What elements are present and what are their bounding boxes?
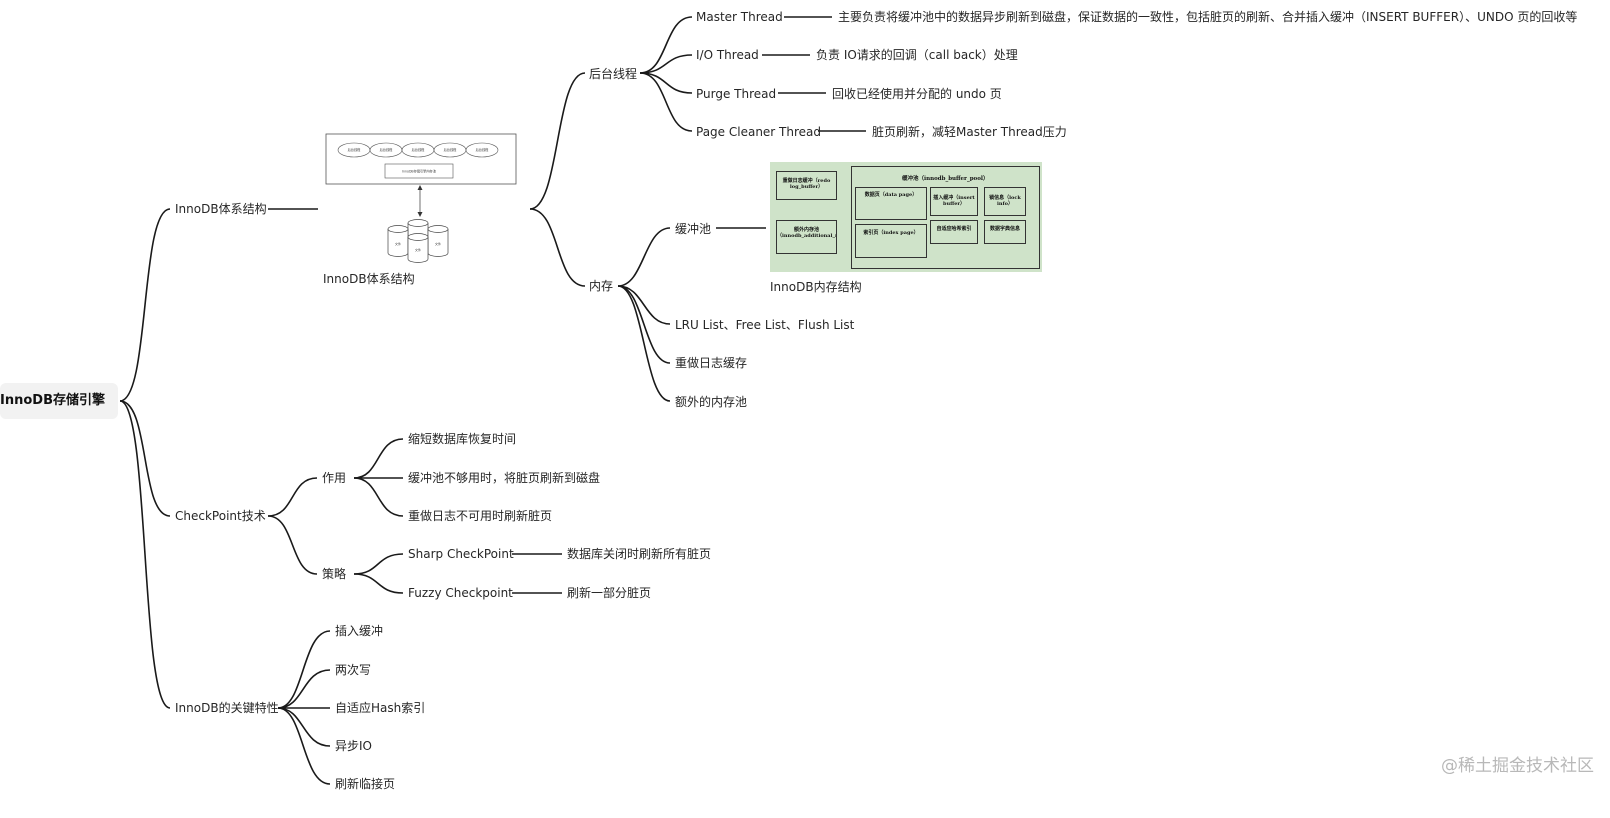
node-feature-item[interactable]: 刷新临接页	[335, 777, 396, 791]
node-checkpoint[interactable]: CheckPoint技术	[175, 509, 266, 523]
node-buffer-pool[interactable]: 缓冲池	[675, 222, 712, 236]
mem-redo-box: 重做日志缓冲（redo log_buffer）	[776, 171, 837, 200]
node-feature-item[interactable]: 插入缓冲	[335, 624, 384, 638]
node-role-item[interactable]: 缓冲池不够用时，将脏页刷新到磁盘	[408, 471, 601, 485]
mem-adaptive-hash-box: 自适应哈希索引	[930, 220, 978, 244]
node-purge-thread-desc[interactable]: 回收已经使用并分配的 undo 页	[832, 87, 1002, 101]
node-key-features[interactable]: InnoDB的关键特性	[175, 701, 279, 715]
mem-insert-buffer-box: 插入缓冲（insert buffer）	[930, 187, 978, 216]
node-role-item[interactable]: 缩短数据库恢复时间	[408, 432, 517, 446]
mem-buffer-pool-title: 缓冲池（innodb_buffer_pool）	[902, 176, 989, 182]
node-feature-item[interactable]: 自适应Hash索引	[335, 701, 426, 715]
node-sharp-checkpoint-desc[interactable]: 数据库关闭时刷新所有脏页	[567, 547, 712, 561]
arch-thread-label: 后台线程	[380, 147, 394, 152]
node-background-threads[interactable]: 后台线程	[589, 67, 638, 81]
mem-dict-box: 数据字典信息	[984, 220, 1026, 244]
innodb-memory-image: 重做日志缓冲（redo log_buffer） 额外内存池（innodb_add…	[770, 162, 1042, 272]
innodb-architecture-image: 后台线程 后台线程 后台线程 后台线程 后台线程 InnoDB存储引擎内存池 文…	[325, 133, 517, 263]
node-purge-thread[interactable]: Purge Thread	[696, 87, 777, 101]
node-innodb-architecture[interactable]: InnoDB体系结构	[175, 202, 267, 216]
node-master-thread-desc[interactable]: 主要负责将缓冲池中的数据异步刷新到磁盘，保证数据的一致性，包括脏页的刷新、合并插…	[838, 10, 1578, 24]
mem-buffer-pool-frame	[851, 166, 1040, 269]
node-checkpoint-role[interactable]: 作用	[322, 471, 347, 485]
node-memory[interactable]: 内存	[589, 279, 614, 293]
arch-disk-label: 文件	[435, 241, 441, 246]
node-feature-item[interactable]: 两次写	[335, 663, 372, 677]
arch-pool-label: InnoDB存储引擎内存池	[402, 169, 437, 174]
node-sharp-checkpoint[interactable]: Sharp CheckPoint	[408, 547, 514, 561]
arch-thread-label: 后台线程	[348, 147, 362, 152]
mem-extra-pool-box: 额外内存池（innodb_additional_mem_pool_size）	[776, 220, 837, 254]
mem-index-page-box: 索引页（index page）	[855, 224, 927, 258]
arch-disk-label: 文件	[415, 247, 421, 252]
node-fuzzy-checkpoint-desc[interactable]: 刷新一部分脏页	[567, 586, 652, 600]
arch-disk-label: 文件	[395, 241, 401, 246]
arch-thread-label: 后台线程	[444, 147, 458, 152]
arch-image-caption: InnoDB体系结构	[323, 272, 415, 286]
node-checkpoint-strategy[interactable]: 策略	[322, 567, 347, 581]
node-role-item[interactable]: 重做日志不可用时刷新脏页	[408, 509, 553, 523]
mem-lock-info-box: 锁信息（lock info）	[984, 187, 1026, 216]
arch-thread-label: 后台线程	[412, 147, 426, 152]
arch-thread-label: 后台线程	[476, 147, 490, 152]
node-master-thread[interactable]: Master Thread	[696, 10, 783, 24]
node-feature-item[interactable]: 异步IO	[335, 739, 372, 753]
node-fuzzy-checkpoint[interactable]: Fuzzy Checkpoint	[408, 586, 513, 600]
node-redo-log-cache[interactable]: 重做日志缓存	[675, 356, 748, 370]
node-page-cleaner-desc[interactable]: 脏页刷新，减轻Master Thread压力	[872, 125, 1067, 139]
watermark: @稀土掘金技术社区	[1441, 756, 1594, 776]
node-extra-memory-pool[interactable]: 额外的内存池	[675, 395, 748, 409]
node-io-thread[interactable]: I/O Thread	[696, 48, 759, 62]
node-io-thread-desc[interactable]: 负责 IO请求的回调（call back）处理	[816, 48, 1018, 62]
mem-data-page-box: 数据页（data page）	[855, 187, 927, 220]
memory-image-caption: InnoDB内存结构	[770, 280, 862, 294]
node-lists[interactable]: LRU List、Free List、Flush List	[675, 318, 855, 332]
node-page-cleaner-thread[interactable]: Page Cleaner Thread	[696, 125, 822, 139]
root-node[interactable]: InnoDB存储引擎	[0, 383, 118, 419]
